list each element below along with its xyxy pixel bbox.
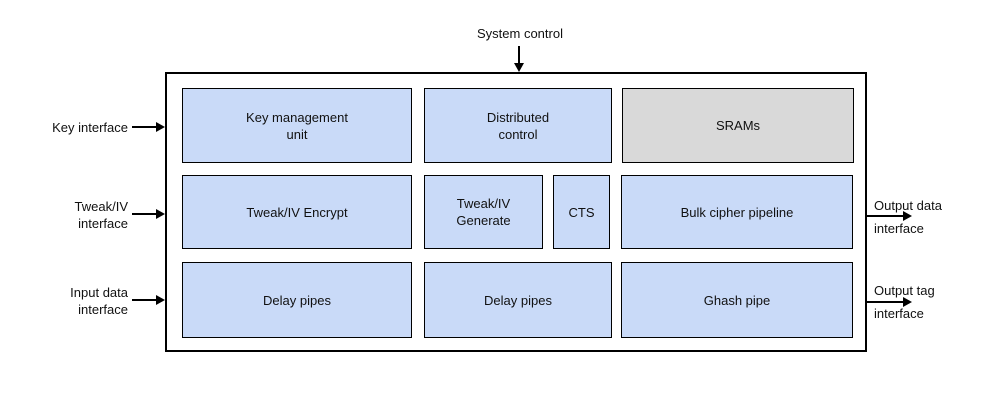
key-interface-label: Key interface xyxy=(52,120,128,135)
block-tweak-iv-encrypt: Tweak/IV Encrypt xyxy=(182,175,412,249)
block-delay-pipes-left: Delay pipes xyxy=(182,262,412,338)
block-distributed-control: Distributed control xyxy=(424,88,612,163)
tweak-iv-interface-label: Tweak/IV interface xyxy=(74,199,128,231)
system-control-arrow xyxy=(514,46,524,72)
block-key-management-unit: Key management unit xyxy=(182,88,412,163)
block-cts: CTS xyxy=(553,175,610,249)
output-data-interface-label: Output data interface xyxy=(874,198,942,236)
block-tweak-iv-generate: Tweak/IV Generate xyxy=(424,175,543,249)
tweak-iv-interface-arrow xyxy=(132,209,165,219)
output-tag-interface-label: Output tag interface xyxy=(874,283,935,321)
output-data-interface-arrow xyxy=(867,211,912,221)
block-bulk-cipher-pipeline: Bulk cipher pipeline xyxy=(621,175,853,249)
block-delay-pipes-middle: Delay pipes xyxy=(424,262,612,338)
input-data-interface-arrow xyxy=(132,295,165,305)
input-data-interface-label: Input data interface xyxy=(70,285,128,317)
output-tag-interface-arrow xyxy=(867,297,912,307)
block-srams: SRAMs xyxy=(622,88,854,163)
key-interface-arrow xyxy=(132,122,165,132)
block-ghash-pipe: Ghash pipe xyxy=(621,262,853,338)
system-control-label: System control xyxy=(477,26,563,41)
